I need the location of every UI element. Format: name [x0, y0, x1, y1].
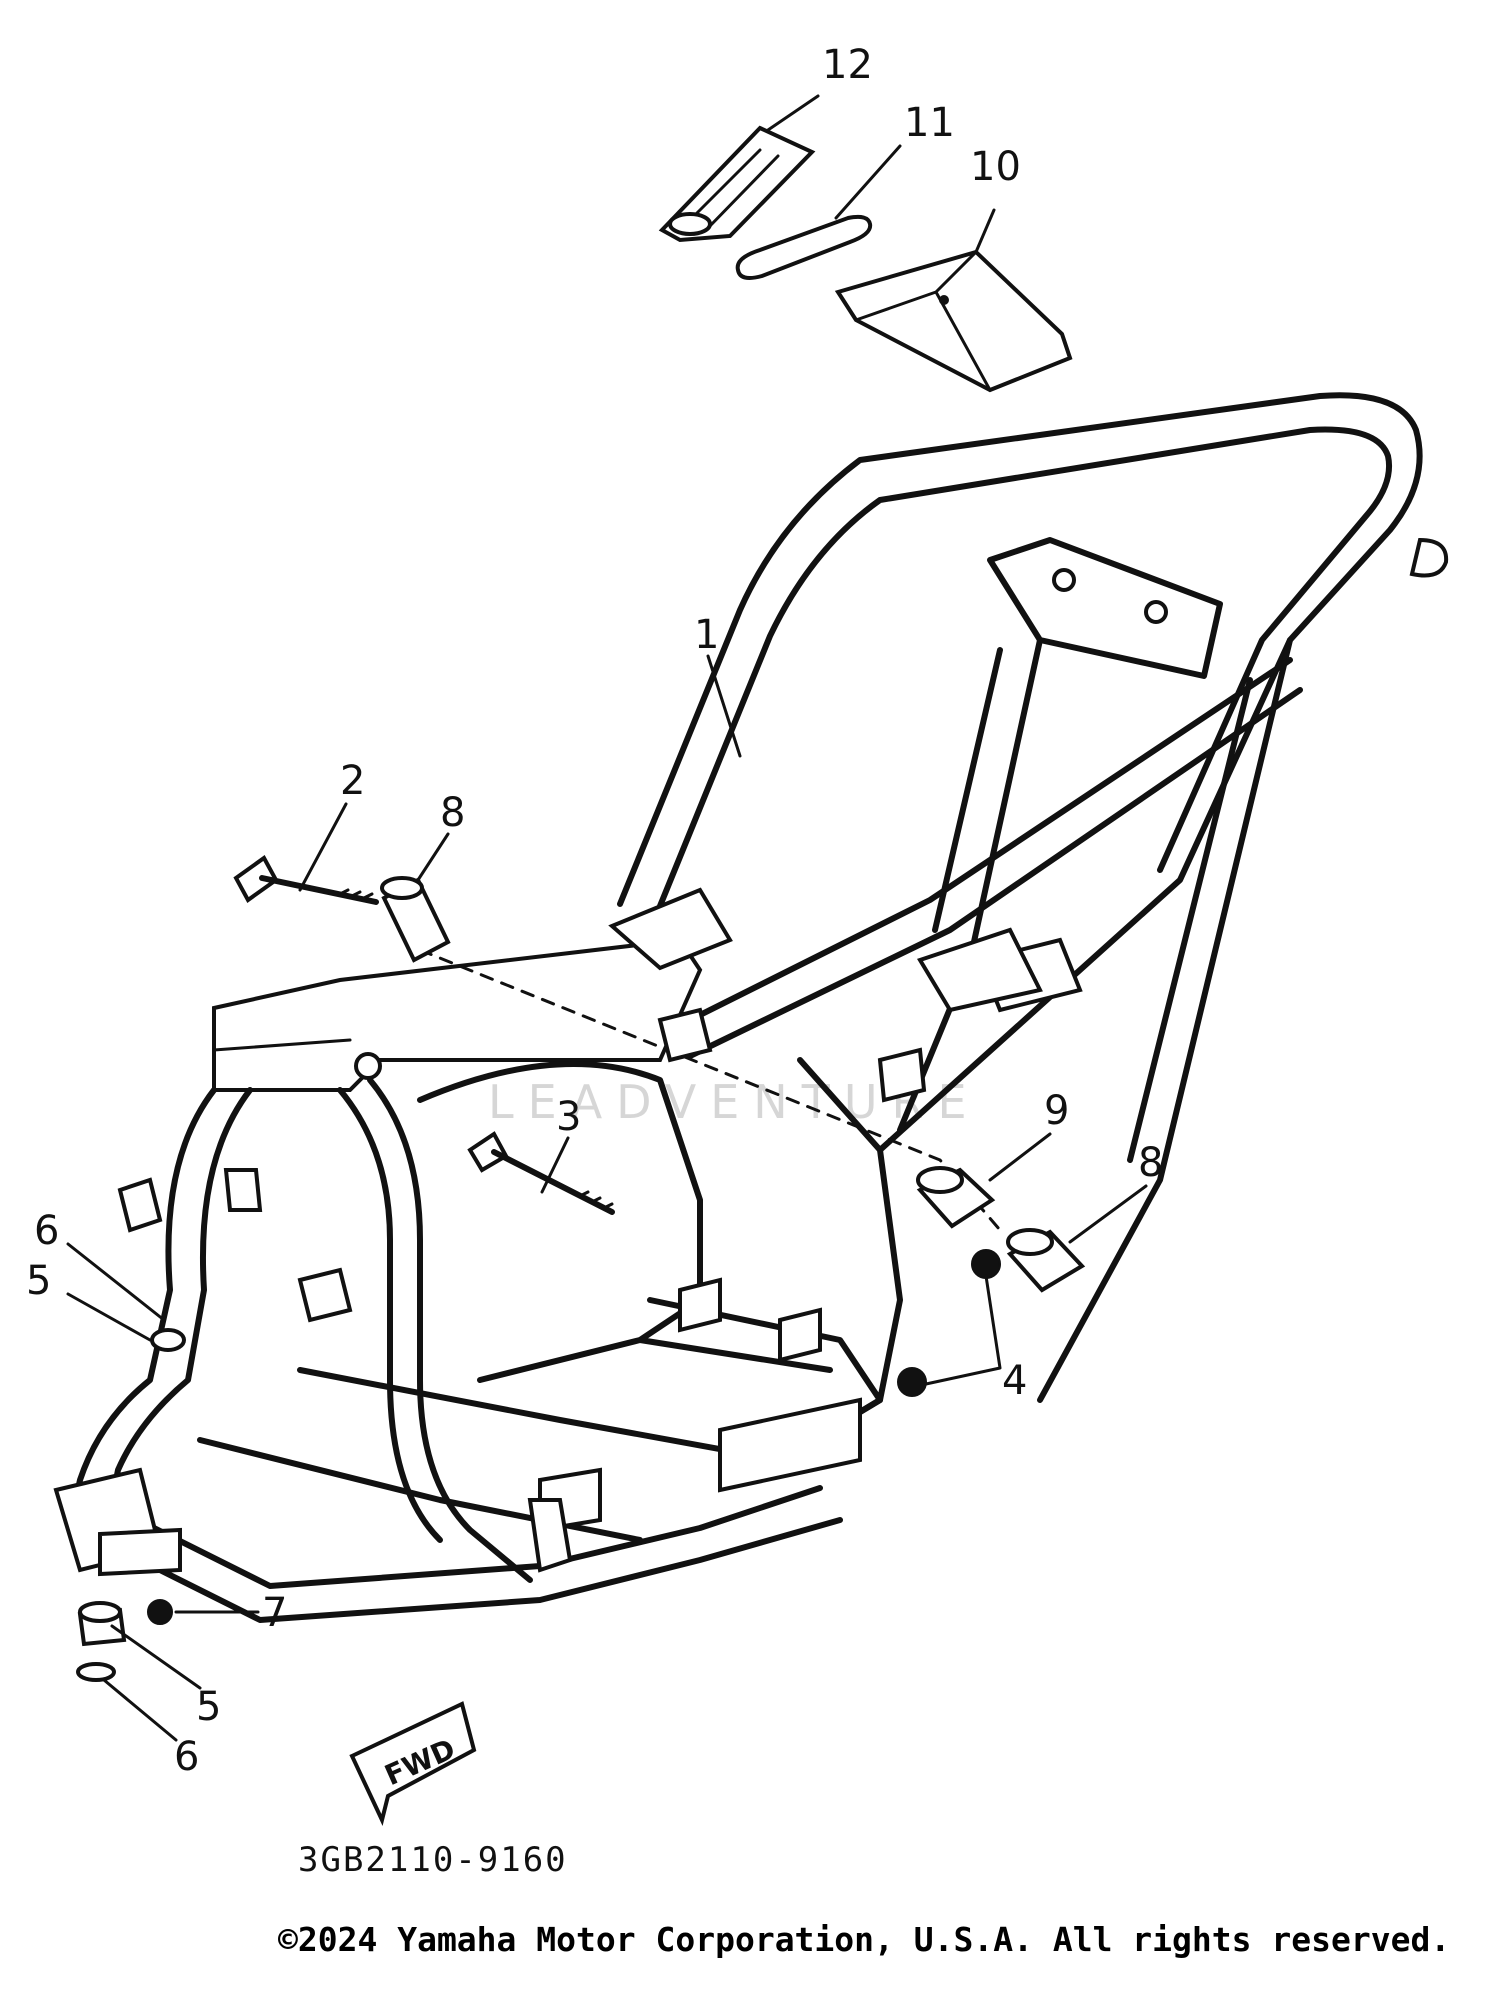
- part-11-band: [735, 214, 873, 280]
- callout-8-lower: 8: [1138, 1140, 1163, 1186]
- part-5-collar-upper: [150, 1328, 186, 1352]
- part-4-nuts: [897, 1249, 1001, 1397]
- part-6-washer-lower: [76, 1662, 116, 1682]
- part-2-bolt: [233, 855, 379, 905]
- part-5-collar-lower: [77, 1601, 127, 1647]
- callout-labels: 12 11 10 1 2 8 3 9 8 4 6 5 7 5 6: [26, 42, 1163, 1780]
- part-7-bolt: [147, 1599, 173, 1625]
- part-3-bolt: [467, 1131, 615, 1215]
- callout-9: 9: [1044, 1088, 1069, 1134]
- part-1-frame: [53, 392, 1449, 1623]
- callout-2: 2: [340, 758, 365, 804]
- leader-lines: [66, 94, 1148, 1742]
- callout-1: 1: [694, 612, 719, 658]
- callout-8-upper: 8: [440, 790, 465, 836]
- part-8-bushing-upper: [380, 876, 451, 963]
- part-10-tool-case: [834, 249, 1073, 393]
- part-9-bushing: [916, 1166, 996, 1229]
- part-12-tool-holder: [658, 125, 816, 243]
- callout-12: 12: [822, 42, 873, 88]
- callout-10: 10: [970, 144, 1021, 190]
- diagram-part-code: 3GB2110-9160: [298, 1840, 568, 1880]
- callout-3: 3: [556, 1094, 581, 1140]
- fwd-arrow: FWD: [349, 1701, 477, 1826]
- callout-11: 11: [904, 100, 955, 146]
- callout-6-upper: 6: [34, 1208, 59, 1254]
- callout-5-lower: 5: [196, 1684, 221, 1730]
- callout-6-lower: 6: [174, 1734, 199, 1780]
- callout-4: 4: [1002, 1358, 1027, 1404]
- copyright-notice: ©2024 Yamaha Motor Corporation, U.S.A. A…: [278, 1920, 1451, 1959]
- callout-7: 7: [262, 1590, 287, 1636]
- callout-5-upper: 5: [26, 1258, 51, 1304]
- part-8-bushing-lower: [1006, 1228, 1086, 1293]
